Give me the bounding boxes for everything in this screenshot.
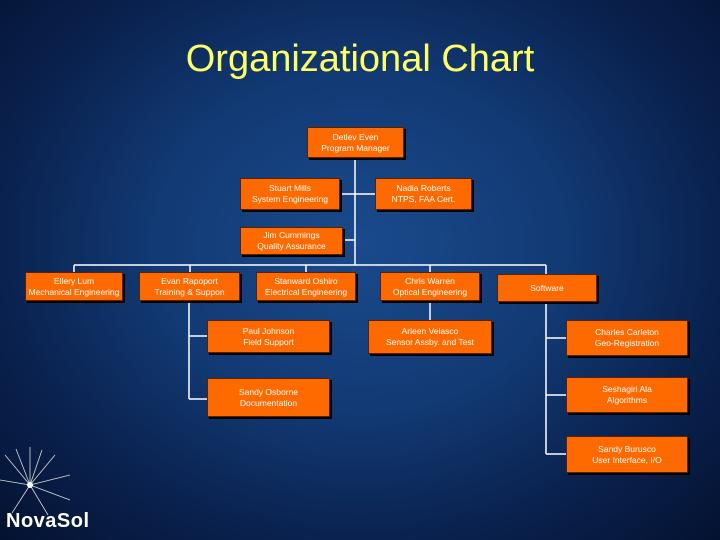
org-box-manager: Detlev Even Program Manager bbox=[307, 127, 404, 158]
person-name: Charles Carleton bbox=[595, 327, 659, 337]
page-title: Organizational Chart bbox=[185, 38, 535, 80]
person-role: System Engineering bbox=[251, 194, 329, 204]
person-role: Field Support bbox=[243, 336, 294, 347]
org-box-user-interface: Sandy Burusco User Interface, I/O bbox=[566, 436, 688, 473]
person-name: Evan Rapoport bbox=[161, 275, 218, 286]
person-name: Paul Johnson bbox=[242, 325, 295, 336]
person-name: Arleen Velasco bbox=[401, 326, 459, 336]
person-role: NTPS, FAA Cert. bbox=[391, 194, 456, 204]
org-box-field-support: Paul Johnson Field Support bbox=[207, 320, 330, 353]
department-name: Software bbox=[530, 282, 564, 293]
org-box-geo-registration: Charles Carleton Geo-Registration bbox=[566, 320, 688, 356]
person-name: Ellery Lum bbox=[53, 275, 95, 286]
org-box-electrical-engineering: Stanward Oshiro Electrical Engineering bbox=[256, 272, 356, 301]
person-name: Seshagiri Ala bbox=[602, 384, 652, 394]
person-role: Sensor Assby. and Test bbox=[385, 337, 475, 347]
org-box-optical-engineering: Chris Warren Optical Engineering bbox=[380, 272, 480, 301]
person-name: Detlev Even bbox=[332, 131, 379, 142]
person-name: Sandy Osborne bbox=[238, 386, 299, 397]
org-box-ntps-faa-cert: Nadia Roberts NTPS, FAA Cert. bbox=[375, 178, 472, 210]
person-name: Chris Warren bbox=[405, 275, 455, 286]
org-box-sensor-assby-test: Arleen Velasco Sensor Assby. and Test bbox=[368, 320, 492, 354]
logo-starburst-icon bbox=[0, 447, 71, 516]
person-role: Algorithms bbox=[606, 395, 648, 405]
org-box-mechanical-engineering: Ellery Lum Mechanical Engineering bbox=[25, 272, 123, 301]
person-role: Mechanical Engineering bbox=[28, 286, 120, 297]
novasol-logo: NovaSol bbox=[6, 510, 90, 532]
org-box-system-engineering: Stuart Mills System Engineering bbox=[240, 178, 340, 210]
person-role: Electrical Engineering bbox=[264, 286, 348, 297]
org-box-training-support: Evan Rapoport Training & Suppon bbox=[139, 272, 240, 301]
person-role: Quality Assurance bbox=[257, 241, 326, 251]
person-name: Stuart Mills bbox=[268, 183, 312, 193]
org-box-algorithms: Seshagiri Ala Algorithms bbox=[566, 377, 688, 413]
org-box-quality-assurance: Jim Cummings Quality Assurance bbox=[240, 227, 343, 255]
org-box-software: Software bbox=[497, 274, 597, 302]
person-name: Stanward Oshiro bbox=[274, 275, 338, 286]
person-name: Sandy Burusco bbox=[598, 443, 656, 454]
person-name: Jim Cummings bbox=[263, 230, 320, 240]
org-box-documentation: Sandy Osborne Documentation bbox=[207, 378, 330, 417]
person-name: Nadia Roberts bbox=[396, 183, 451, 193]
person-role: Program Manager bbox=[321, 142, 390, 153]
person-role: User Interface, I/O bbox=[592, 454, 662, 465]
person-role: Optical Engineering bbox=[392, 286, 468, 297]
person-role: Training & Suppon bbox=[154, 286, 225, 297]
person-role: Documentation bbox=[239, 397, 298, 408]
person-role: Geo-Registration bbox=[594, 338, 660, 348]
